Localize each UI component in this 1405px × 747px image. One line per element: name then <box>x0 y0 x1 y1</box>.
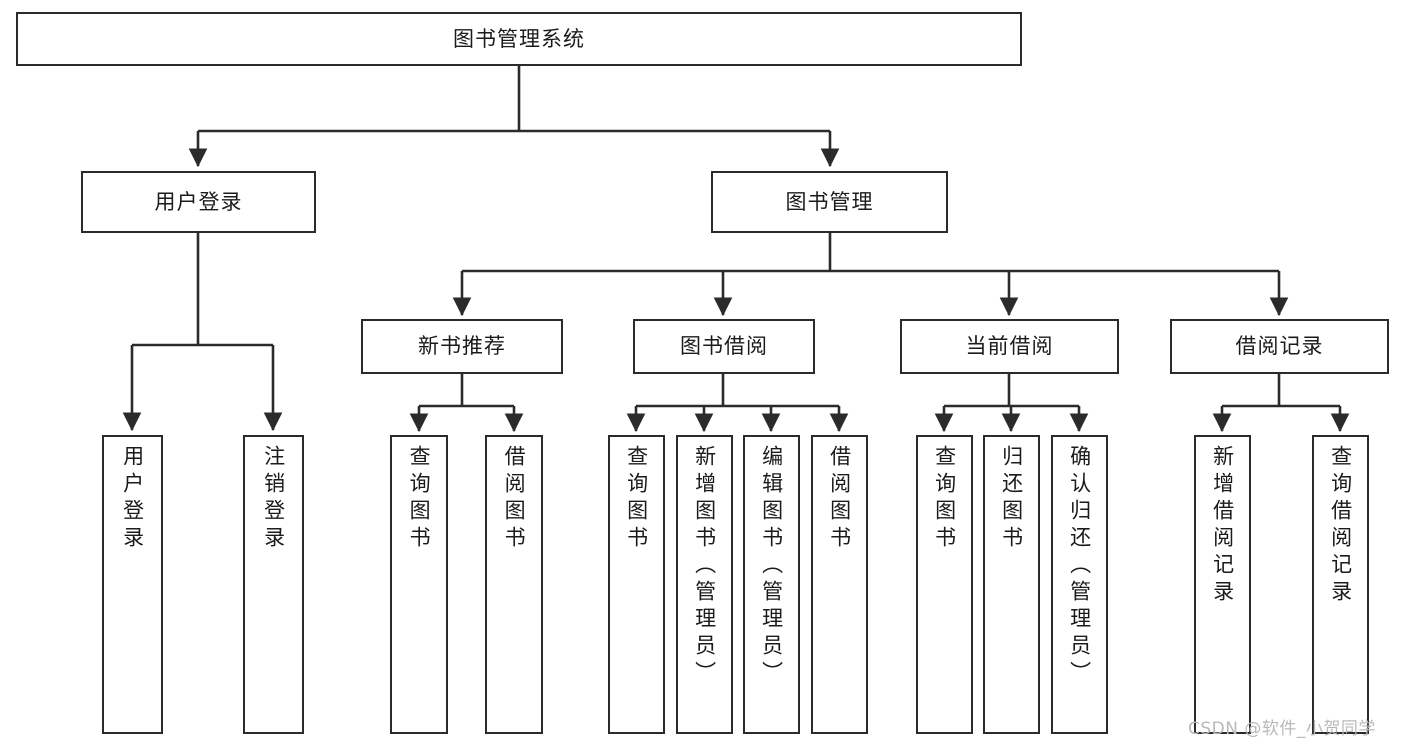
node-leaf-add-record[interactable]: 新增借阅记录 <box>1194 435 1251 734</box>
node-leaf-borrow-book-1[interactable]: 借阅图书 <box>485 435 543 734</box>
node-leaf-query-book-3-label: 查询图书 <box>932 445 957 553</box>
node-leaf-return-book-label: 归还图书 <box>999 445 1024 553</box>
node-leaf-borrow-book-1-label: 借阅图书 <box>502 445 527 553</box>
node-leaf-query-book-1-label: 查询图书 <box>407 445 432 553</box>
node-book-borrow-label: 图书借阅 <box>680 334 768 359</box>
node-borrow-record-label: 借阅记录 <box>1235 334 1324 359</box>
node-root-label: 图书管理系统 <box>453 26 585 51</box>
node-leaf-confirm-return-label: 确认归还（管理员） <box>1067 445 1092 688</box>
node-new-book-recommend[interactable]: 新书推荐 <box>361 319 563 374</box>
node-book-manage[interactable]: 图书管理 <box>711 171 948 233</box>
node-leaf-query-record-label: 查询借阅记录 <box>1328 445 1353 607</box>
node-leaf-edit-book[interactable]: 编辑图书（管理员） <box>743 435 800 734</box>
node-leaf-query-book-2-label: 查询图书 <box>624 445 649 553</box>
node-current-borrow[interactable]: 当前借阅 <box>900 319 1119 374</box>
node-leaf-query-book-2[interactable]: 查询图书 <box>608 435 665 734</box>
node-leaf-logout[interactable]: 注销登录 <box>243 435 304 734</box>
node-book-manage-label: 图书管理 <box>785 189 874 214</box>
node-leaf-logout-label: 注销登录 <box>261 445 286 553</box>
node-leaf-return-book[interactable]: 归还图书 <box>983 435 1040 734</box>
node-leaf-borrow-book-2[interactable]: 借阅图书 <box>811 435 868 734</box>
node-leaf-edit-book-label: 编辑图书（管理员） <box>759 445 784 688</box>
node-leaf-user-login-label: 用户登录 <box>120 445 145 553</box>
node-leaf-add-book[interactable]: 新增图书（管理员） <box>676 435 733 734</box>
node-user-login[interactable]: 用户登录 <box>81 171 316 233</box>
node-leaf-query-book-1[interactable]: 查询图书 <box>390 435 448 734</box>
node-leaf-query-record[interactable]: 查询借阅记录 <box>1312 435 1369 734</box>
node-borrow-record[interactable]: 借阅记录 <box>1170 319 1389 374</box>
node-leaf-borrow-book-2-label: 借阅图书 <box>827 445 852 553</box>
node-root[interactable]: 图书管理系统 <box>16 12 1022 66</box>
node-leaf-confirm-return[interactable]: 确认归还（管理员） <box>1051 435 1108 734</box>
node-current-borrow-label: 当前借阅 <box>965 334 1054 359</box>
node-leaf-add-book-label: 新增图书（管理员） <box>692 445 717 688</box>
node-leaf-query-book-3[interactable]: 查询图书 <box>916 435 973 734</box>
node-leaf-user-login[interactable]: 用户登录 <box>102 435 163 734</box>
node-leaf-add-record-label: 新增借阅记录 <box>1210 445 1235 607</box>
node-book-borrow[interactable]: 图书借阅 <box>633 319 815 374</box>
watermark-text: CSDN @软件_小贺同学 <box>1188 719 1376 739</box>
node-user-login-label: 用户登录 <box>154 189 243 214</box>
node-new-book-recommend-label: 新书推荐 <box>418 334 506 359</box>
